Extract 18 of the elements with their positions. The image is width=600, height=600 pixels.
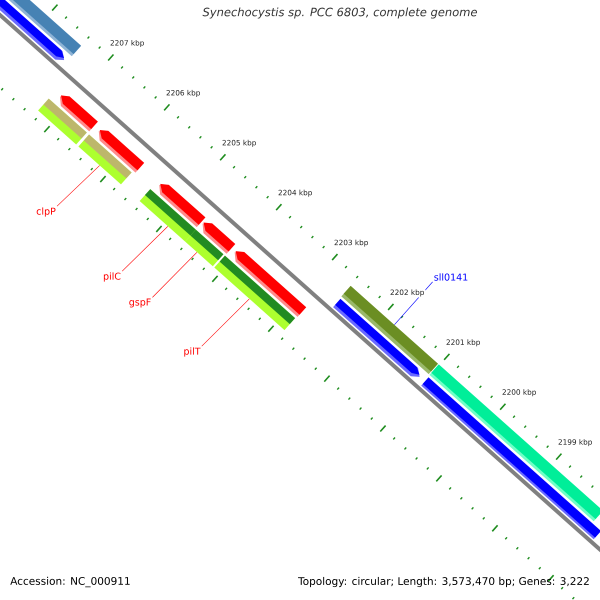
leader-line <box>56 165 100 206</box>
footer-text: Topology: circular; Length: 3,573,470 bp; Genes: 3,222 <box>298 576 589 588</box>
gene-feature <box>202 222 236 254</box>
gene-label: pilC <box>104 272 120 282</box>
gene-feature <box>234 251 306 317</box>
leader-line <box>152 252 198 298</box>
gene-label: clpP <box>36 207 56 217</box>
title: Synechocystis sp. PCC 6803, complete genome <box>202 7 477 19</box>
gene-label: pilT <box>184 347 201 357</box>
gene-feature <box>159 184 206 228</box>
gene-label: sll0141 <box>434 273 468 281</box>
gene-feature <box>0 0 64 60</box>
leader-line <box>122 226 168 272</box>
gene-feature <box>60 95 98 132</box>
gene-label: gspF <box>129 298 151 308</box>
gene-feature <box>98 130 144 173</box>
footer-text: Accession: NC_000911 <box>10 576 130 588</box>
gene-feature <box>333 298 420 377</box>
